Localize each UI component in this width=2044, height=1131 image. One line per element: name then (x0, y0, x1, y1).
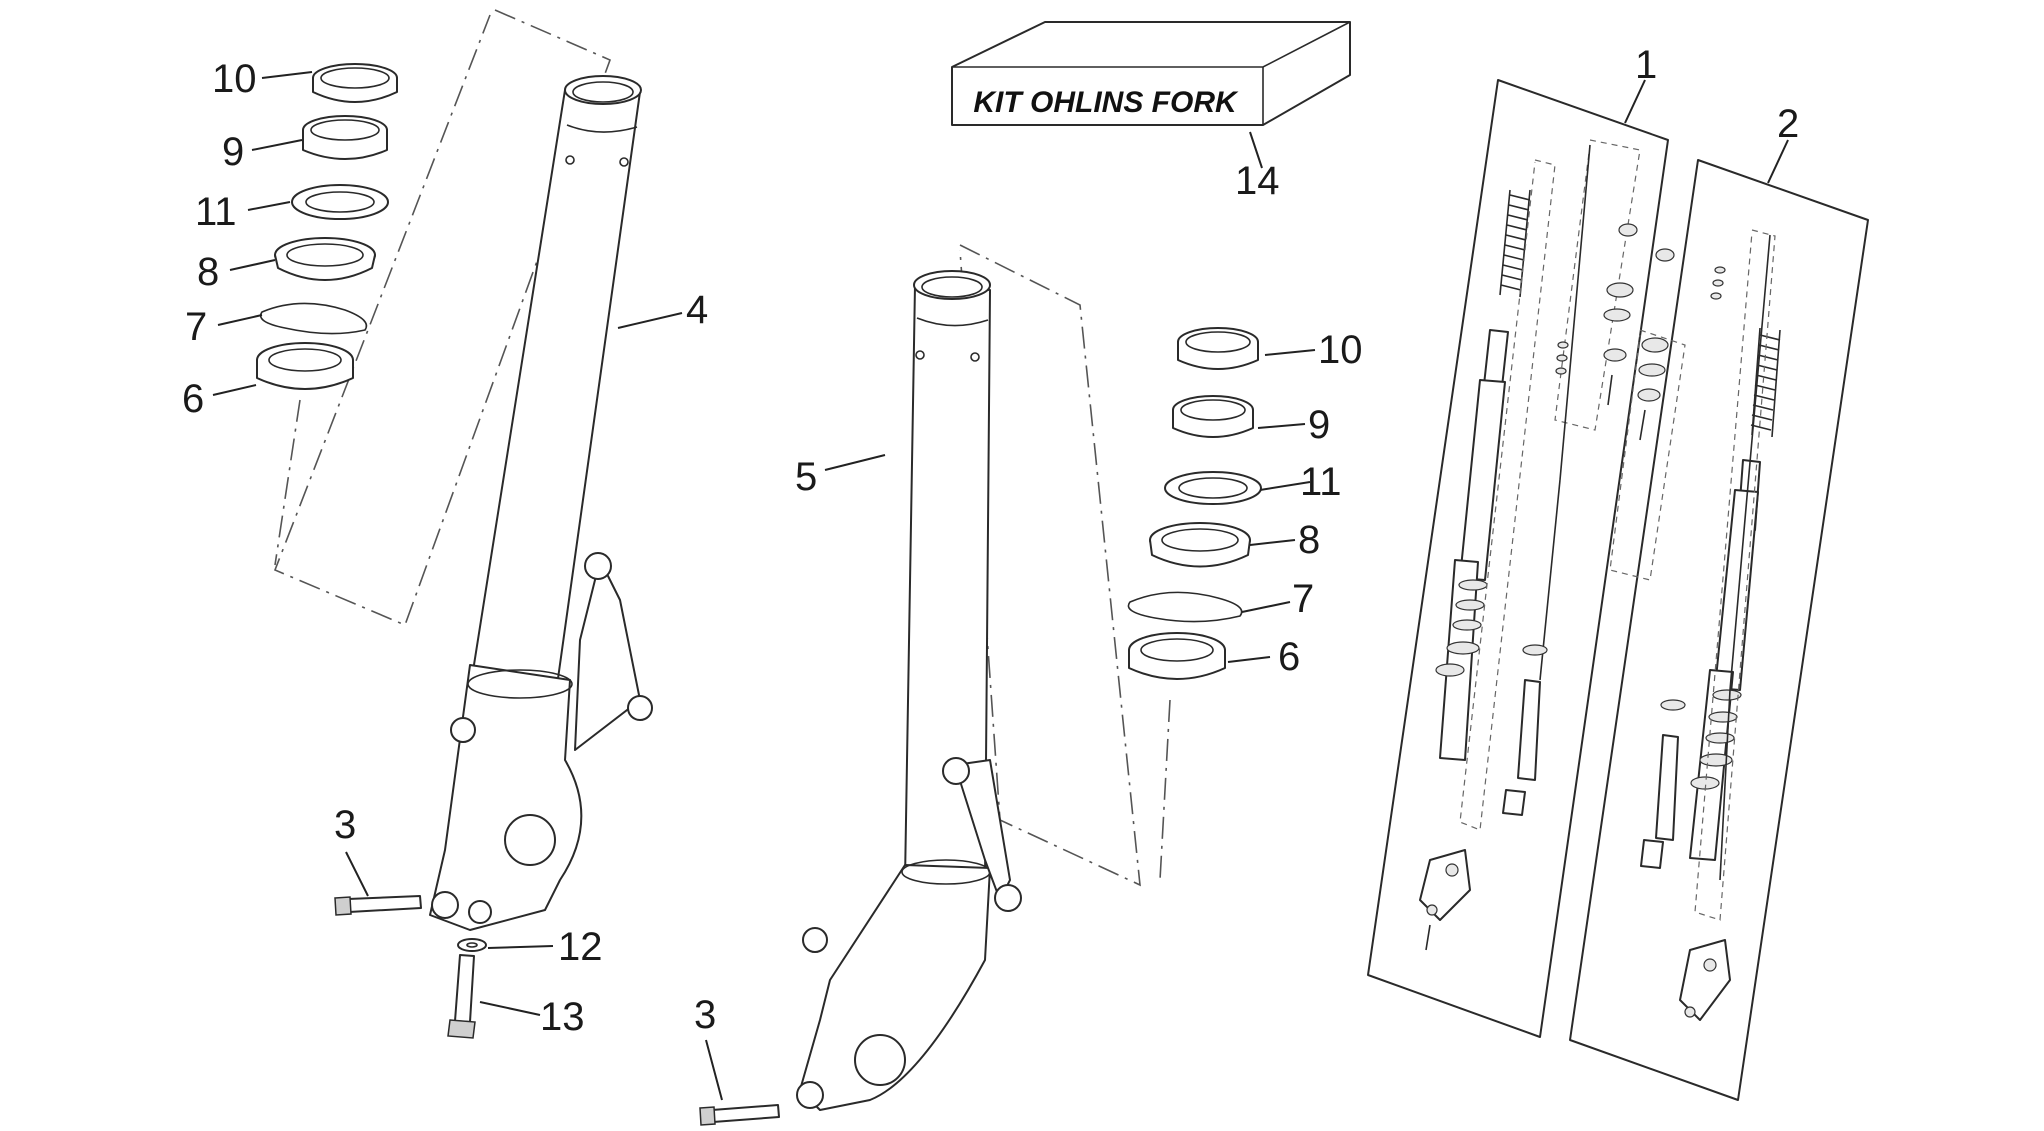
callout-left-bushing: 9 (222, 130, 244, 174)
left-fork-tube (429, 75, 653, 931)
callout-right-dust-seal: 6 (1278, 635, 1300, 679)
callout-panel-2: 2 (1777, 102, 1799, 146)
left-seal (274, 237, 376, 281)
callout-right-clip: 7 (1292, 577, 1314, 621)
left-screw (334, 895, 422, 916)
right-dust-seal (1128, 632, 1226, 680)
callout-washer-12: 12 (558, 925, 603, 969)
right-fork-tube (796, 270, 1022, 1111)
right-clip (1127, 591, 1243, 623)
callout-labels: 10 9 11 8 7 6 4 3 12 13 5 3 14 10 9 11 8… (182, 43, 1799, 1039)
callout-right-washer: 11 (1300, 460, 1342, 504)
left-washer (291, 184, 389, 220)
left-clip (260, 302, 368, 335)
callout-left-dust-seal: 6 (182, 377, 204, 421)
left-assembly-outline (273, 9, 612, 627)
callout-kit: 14 (1235, 159, 1280, 203)
callout-left-tube: 4 (686, 288, 708, 332)
callout-left-washer: 11 (195, 190, 237, 234)
callout-right-screw: 3 (694, 993, 716, 1037)
right-bushing (1172, 395, 1254, 438)
callout-right-seal: 8 (1298, 518, 1320, 562)
screw-13 (447, 954, 476, 1039)
left-seal-centerline (274, 399, 301, 566)
left-dust-seal (256, 342, 354, 390)
panel-2-cartridge-exploded (1569, 139, 1869, 1101)
left-bushing-top (312, 63, 398, 103)
panel-1-cartridge-exploded (1367, 79, 1669, 1038)
left-bushing (302, 115, 388, 160)
callout-panel-1: 1 (1635, 43, 1657, 87)
callout-left-screw: 3 (334, 803, 356, 847)
callout-left-clip: 7 (185, 305, 207, 349)
callout-right-bushing: 9 (1308, 403, 1330, 447)
callout-left-seal: 8 (197, 250, 219, 294)
callout-screw-13: 13 (540, 995, 585, 1039)
right-bushing-top (1177, 327, 1259, 370)
callout-right-bushing-top: 10 (1318, 328, 1363, 372)
callout-left-bushing-top: 10 (212, 57, 257, 101)
callout-right-tube: 5 (795, 455, 817, 499)
right-seal (1149, 522, 1251, 568)
right-screw (699, 1104, 780, 1126)
kit-box-label: KIT OHLINS FORK (973, 86, 1239, 119)
right-seal-centerline (1159, 699, 1171, 881)
left-fork-assembly (212, 9, 683, 1039)
right-fork-assembly (699, 244, 1316, 1126)
right-washer (1164, 471, 1262, 505)
kit-box: KIT OHLINS FORK (951, 21, 1351, 169)
washer-12 (457, 938, 487, 952)
